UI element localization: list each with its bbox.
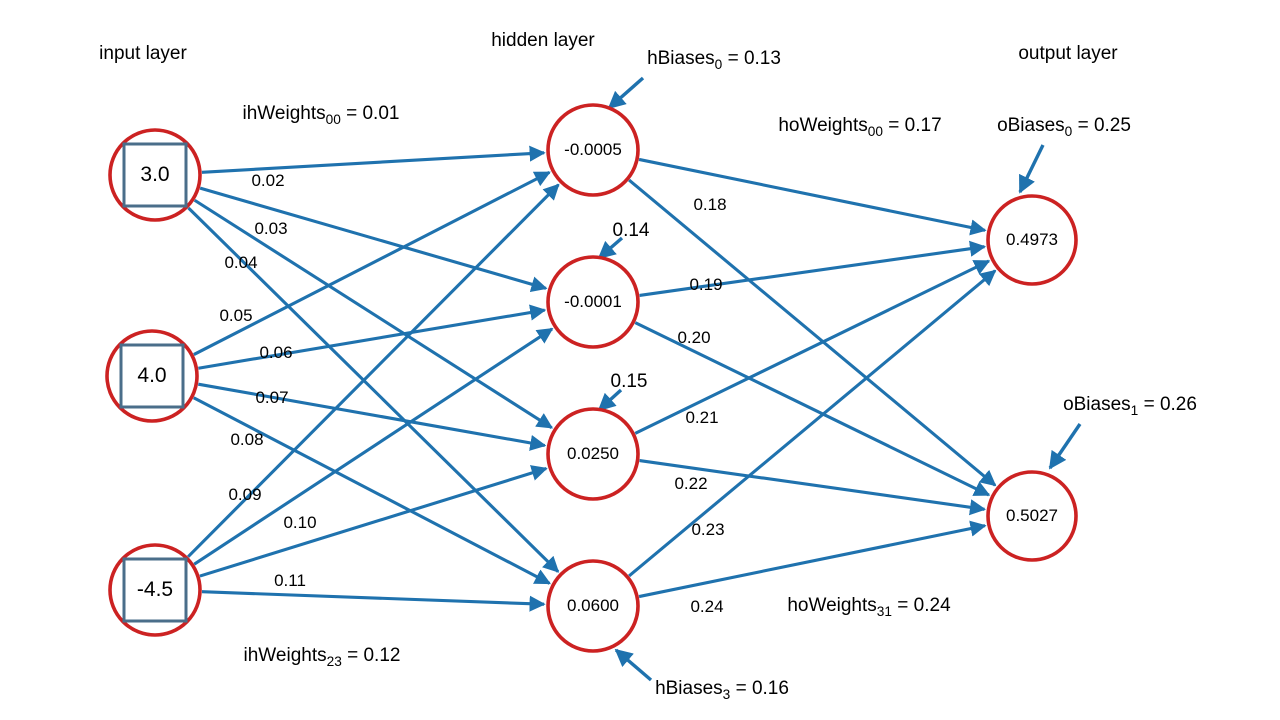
how-label-31-full: hoWeights31 = 0.24 <box>787 595 951 619</box>
input-layer-title: input layer <box>99 43 187 64</box>
ihw-label-22: 0.11 <box>274 571 306 590</box>
how-label-01: 0.18 <box>693 195 727 214</box>
hbias-label-3: hBiases3 = 0.16 <box>655 678 789 702</box>
input-node-1-square <box>119 343 185 409</box>
hidden-layer-title: hidden layer <box>491 30 595 51</box>
hbias-label-2: 0.15 <box>610 371 648 392</box>
input-hidden-edges <box>187 145 560 612</box>
ih-conn-2-2 <box>199 465 548 578</box>
ih-conn-0-0 <box>201 145 546 174</box>
output-node-1 <box>986 470 1078 562</box>
ih-conn-2-1 <box>193 327 554 566</box>
how-label-30: 0.23 <box>691 520 725 539</box>
ho-conn-2-1 <box>639 459 987 516</box>
ih-conn-0-1 <box>199 186 548 293</box>
how-label-21: 0.22 <box>674 474 708 493</box>
obias-label-1: oBiases1 = 0.26 <box>1063 394 1197 418</box>
input-node-0-square <box>122 142 188 208</box>
ih-conn-0-2 <box>193 198 554 429</box>
hidden-node-3 <box>546 559 640 653</box>
ho-conn-2-0 <box>634 259 991 435</box>
output-node-0 <box>986 194 1078 286</box>
ho-conn-0-1 <box>628 178 997 487</box>
input-node-2-square <box>122 557 188 623</box>
how-label-20: 0.21 <box>685 408 719 427</box>
output-layer-title: output layer <box>1018 43 1118 64</box>
ho-conn-0-0 <box>638 157 987 236</box>
ho-conn-1-0 <box>639 240 987 297</box>
ihw-label-13: 0.08 <box>230 430 264 449</box>
hbias-label-0: hBiases0 = 0.13 <box>647 48 781 72</box>
ihw-label-03: 0.04 <box>224 253 258 272</box>
how-label-11: 0.20 <box>677 328 711 347</box>
hbias-label-1: 0.14 <box>612 220 650 241</box>
ih-conn-1-3 <box>192 396 551 585</box>
ihw-label-10: 0.05 <box>219 306 253 325</box>
obias-arrow-1 <box>1048 423 1082 470</box>
hbias-arrow-1 <box>597 236 624 260</box>
ho-conn-3-1 <box>638 520 987 599</box>
ih-conn-2-0 <box>187 183 560 558</box>
hbias-arrow-3 <box>614 648 653 682</box>
ho-conn-3-0 <box>628 269 997 578</box>
ih-conn-1-2 <box>198 382 547 451</box>
hbias-arrow-0 <box>607 76 645 110</box>
bias-arrows <box>597 76 1082 682</box>
obias-arrow-0 <box>1018 144 1045 194</box>
how-label-10: 0.19 <box>689 275 723 294</box>
ihw-label-21: 0.10 <box>283 513 317 532</box>
hbias-arrow-2 <box>597 388 623 412</box>
hidden-node-1 <box>546 255 640 349</box>
ihw-label-20: 0.09 <box>228 485 262 504</box>
ihw-label-23: ihWeights23 = 0.12 <box>243 645 401 669</box>
hidden-node-2 <box>546 407 640 501</box>
ih-conn-1-1 <box>198 304 547 370</box>
ihw-label-11: 0.06 <box>259 343 293 362</box>
ihw-label-02: 0.03 <box>254 219 288 238</box>
how-label-00: hoWeights00 = 0.17 <box>778 115 942 139</box>
ho-conn-1-1 <box>634 321 991 497</box>
ihw-label-01: 0.02 <box>251 171 285 190</box>
network-nodes <box>105 103 1078 653</box>
how-label-31: 0.24 <box>690 597 724 616</box>
hidden-output-edges <box>628 157 997 599</box>
ihw-label-00: ihWeights00 = 0.01 <box>242 103 400 127</box>
ih-conn-2-3 <box>201 590 546 612</box>
ih-conn-1-0 <box>193 170 551 356</box>
ih-conn-0-3 <box>187 206 560 573</box>
hidden-node-0 <box>546 103 640 197</box>
ihw-label-12: 0.07 <box>255 388 289 407</box>
obias-label-0: oBiases0 = 0.25 <box>997 115 1131 139</box>
